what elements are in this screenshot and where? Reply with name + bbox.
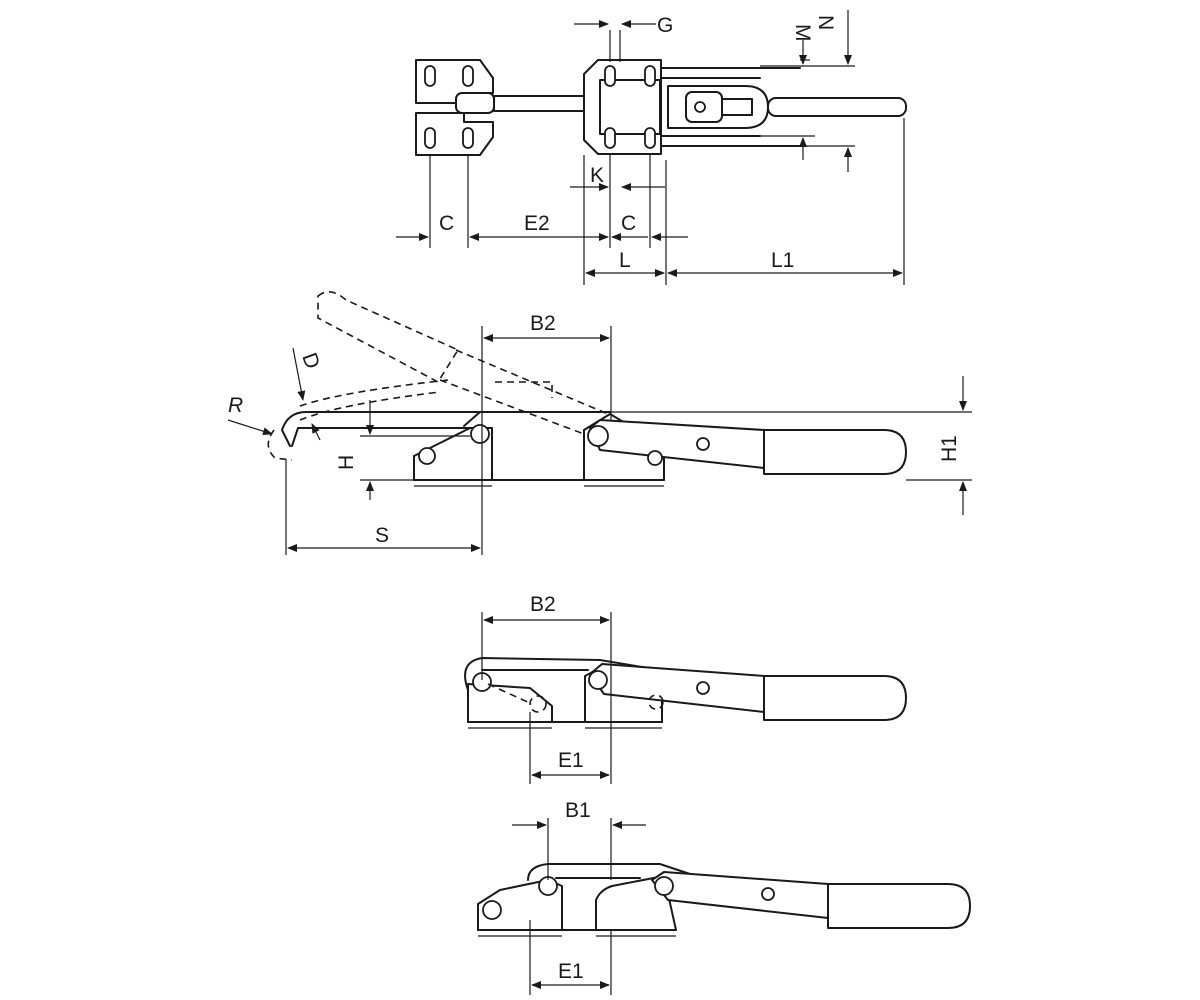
label-E2: E2 xyxy=(524,212,550,235)
clamp-plate-holes xyxy=(604,65,656,149)
label-B1: B1 xyxy=(565,799,591,822)
clamp-body xyxy=(599,79,661,135)
middle-view xyxy=(464,612,907,784)
top-view xyxy=(396,10,907,285)
label-M: M xyxy=(791,24,814,42)
side-view xyxy=(227,291,972,555)
label-H: H xyxy=(335,455,358,470)
hook-base xyxy=(413,427,493,481)
label-E1-mid: E1 xyxy=(558,749,584,772)
label-N: N xyxy=(814,15,837,30)
label-K: K xyxy=(590,164,604,187)
hook-rod xyxy=(493,95,591,112)
handle-grip-mid xyxy=(763,675,907,721)
label-H1: H1 xyxy=(938,435,961,462)
label-D: D xyxy=(297,350,324,372)
lever-bottom xyxy=(651,871,829,919)
label-G: G xyxy=(657,14,673,37)
label-B2-mid: B2 xyxy=(530,593,556,616)
handle-top xyxy=(767,97,907,117)
label-L1: L1 xyxy=(771,249,794,272)
handle-grip-side xyxy=(763,429,907,475)
dimension-labels: G M N K C E2 C L L1 B2 D R H H1 S B2 E1 … xyxy=(228,14,961,983)
left-plate-holes xyxy=(424,65,474,149)
bottom-view xyxy=(477,818,971,995)
handle-grip-bottom xyxy=(827,883,971,929)
hook-slot xyxy=(455,92,495,114)
label-C-right: C xyxy=(621,212,636,235)
label-R: R xyxy=(228,394,243,417)
label-S: S xyxy=(375,524,389,547)
label-B2-side: B2 xyxy=(530,312,556,335)
label-E1-bot: E1 xyxy=(558,960,584,983)
label-L: L xyxy=(619,249,631,272)
label-C-left: C xyxy=(439,212,454,235)
